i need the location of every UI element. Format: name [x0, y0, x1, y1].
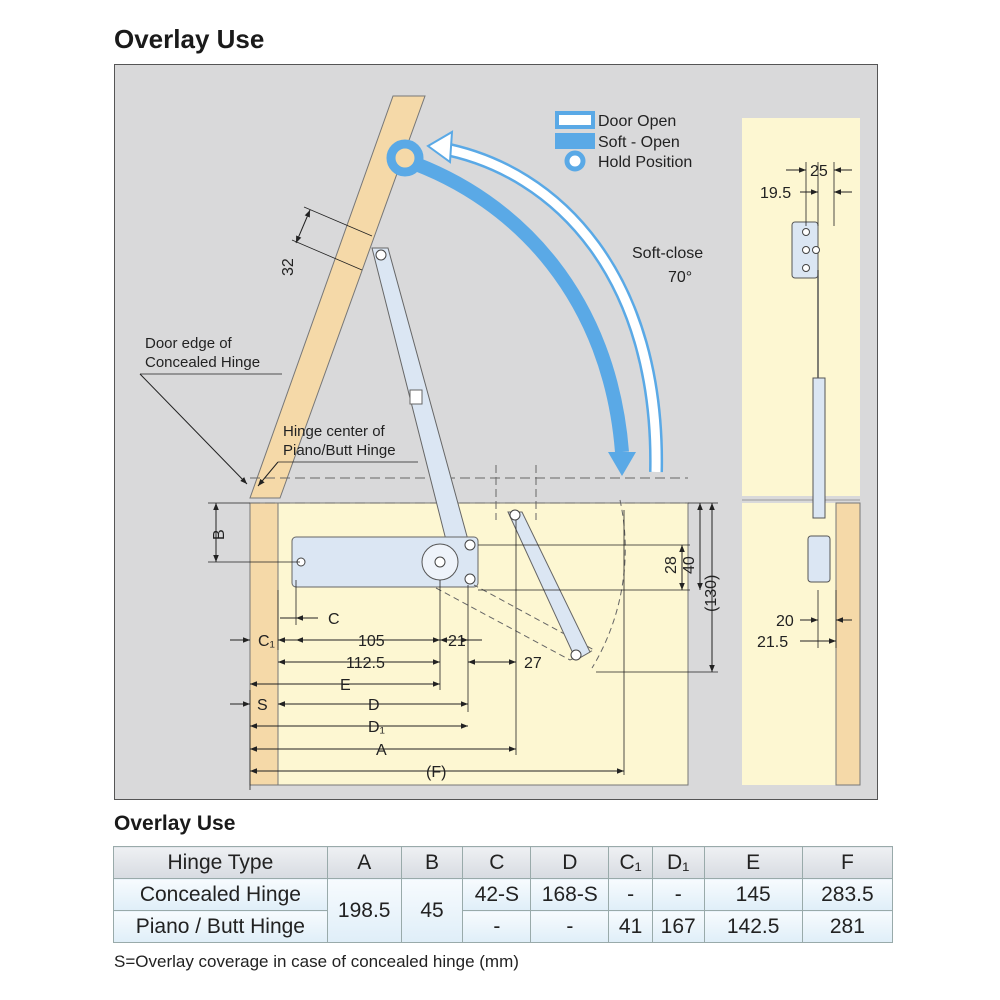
cell-d: 168-S — [530, 878, 610, 911]
legend-door-open-swatch — [555, 111, 595, 129]
arm-door-pivot — [375, 249, 387, 261]
dim-e: E — [340, 677, 351, 694]
side-cylinder — [812, 377, 826, 519]
dim-40: 40 — [681, 556, 698, 574]
cabinet-side-wood — [249, 502, 279, 786]
dim-d: D — [368, 697, 380, 714]
dim-20: 20 — [776, 613, 794, 630]
side-view-upper-panel — [742, 118, 860, 496]
dim-112-5: 112.5 — [346, 655, 385, 672]
cell-e: 142.5 — [703, 910, 803, 943]
soft-close-label: Soft-close — [632, 245, 703, 262]
dim-27: 27 — [524, 655, 542, 672]
link-pivot-bottom — [570, 649, 582, 661]
hinge-center-leader — [257, 461, 279, 487]
soft-close-angle: 70° — [668, 269, 692, 286]
header-d: D — [530, 846, 610, 879]
dim-b: B — [211, 529, 228, 540]
hold-position-circle — [386, 139, 424, 177]
swing-arc — [591, 499, 626, 669]
side-screw-1 — [802, 228, 810, 236]
soft-open-arrowhead — [608, 452, 636, 476]
header-e: E — [703, 846, 803, 879]
hinge-center-label-2: Piano/Butt Hinge — [283, 442, 396, 459]
dim-130: (130) — [703, 575, 720, 612]
footnote: S=Overlay coverage in case of concealed … — [114, 952, 519, 971]
side-view-wood — [835, 502, 861, 786]
header-hinge-type: Hinge Type — [113, 846, 328, 879]
header-c: C — [462, 846, 532, 879]
header-c1: C₁ — [608, 846, 653, 879]
table-row: Piano / Butt Hinge - - 41 167 142.5 281 — [113, 910, 894, 943]
side-lower-plate — [807, 535, 831, 583]
header-a: A — [326, 846, 402, 879]
dim-s: S — [257, 697, 268, 714]
header-d1: D₁ — [651, 846, 705, 879]
dim-32-ext1 — [291, 239, 363, 271]
dim-21-5: 21.5 — [757, 634, 788, 651]
soft-open-arrow — [402, 153, 629, 453]
legend-hold-position: Hold Position — [598, 154, 692, 171]
cell-e: 145 — [703, 878, 803, 911]
cell-b: 45 — [400, 878, 464, 943]
dim-c: C — [328, 611, 340, 628]
cell-d1: - — [651, 878, 705, 911]
legend-soft-open-swatch — [555, 133, 595, 149]
dim-c1: C₁ — [258, 633, 275, 650]
plate-pivot-bottom — [464, 573, 476, 585]
door-edge-leader — [139, 373, 248, 485]
cell-type: Piano / Butt Hinge — [113, 910, 328, 943]
dim-25: 25 — [810, 163, 828, 180]
door-edge-label-2: Concealed Hinge — [145, 354, 260, 371]
cell-type: Concealed Hinge — [113, 878, 328, 911]
door-open-arrow-inner — [439, 143, 661, 473]
legend-hold-swatch — [564, 150, 586, 172]
legend-soft-open: Soft - Open — [598, 134, 680, 151]
page-title: Overlay Use — [114, 24, 265, 54]
cell-d1: 167 — [651, 910, 705, 943]
door-open-arrowhead — [426, 130, 454, 164]
cell-a: 198.5 — [326, 878, 402, 943]
side-screw-3 — [802, 264, 810, 272]
header-f: F — [801, 846, 894, 879]
dim-32-ext2 — [303, 206, 373, 237]
arm-marker — [409, 389, 423, 405]
cell-f: 281 — [801, 910, 894, 943]
dim-105: 105 — [358, 633, 385, 650]
header-b: B — [400, 846, 464, 879]
cell-c: 42-S — [462, 878, 532, 911]
dim-19-5: 19.5 — [760, 185, 791, 202]
plate-pivot-top — [464, 539, 476, 551]
table-row: Concealed Hinge 198.5 45 42-S 168-S - - … — [113, 878, 894, 943]
main-pivot-center — [434, 556, 446, 568]
cell-c1: 41 — [608, 910, 653, 943]
cell-c: - — [462, 910, 532, 943]
side-screw-4 — [812, 246, 820, 254]
door-edge-label-1: Door edge of — [145, 335, 233, 352]
dim-32-line — [295, 209, 311, 244]
cell-d: - — [530, 910, 610, 943]
cell-f: 283.5 — [801, 878, 894, 911]
dim-d1: D₁ — [368, 719, 385, 736]
side-screw-2 — [802, 246, 810, 254]
spec-table: Hinge Type A B C D C₁ D₁ E F Concealed H… — [113, 846, 894, 943]
table-title: Overlay Use — [114, 812, 236, 835]
open-door — [249, 95, 426, 499]
link-pivot-top — [509, 509, 521, 521]
dim-32: 32 — [280, 258, 297, 276]
dim-a: A — [376, 742, 387, 759]
dim-f: (F) — [426, 764, 446, 781]
cell-c1: - — [608, 878, 653, 911]
table-header-row: Hinge Type A B C D C₁ D₁ E F — [113, 846, 894, 879]
dim-21: 21 — [448, 633, 466, 650]
hinge-center-label-1: Hinge center of — [283, 423, 386, 440]
dim-28: 28 — [663, 556, 680, 574]
legend-door-open: Door Open — [598, 113, 676, 130]
